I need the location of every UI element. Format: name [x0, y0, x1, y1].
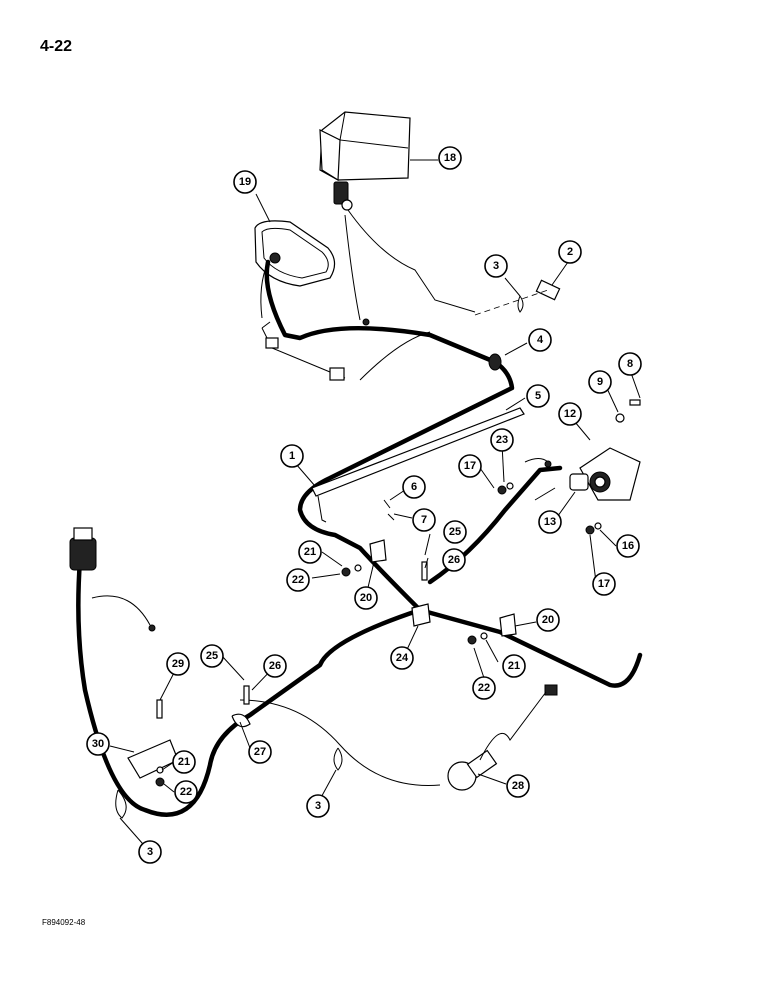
- callout-5: 5: [526, 384, 550, 408]
- svg-text:6: 6: [411, 481, 417, 493]
- svg-text:20: 20: [542, 614, 554, 626]
- svg-text:25: 25: [206, 650, 218, 662]
- callout-6: 6: [402, 475, 426, 499]
- svg-text:3: 3: [493, 260, 499, 272]
- svg-text:28: 28: [512, 780, 524, 792]
- callout-4: 4: [528, 328, 552, 352]
- sender-28: [447, 684, 558, 791]
- callout-21-lower: 21: [172, 750, 196, 774]
- socket-12: [569, 447, 641, 501]
- svg-text:17: 17: [464, 460, 476, 472]
- callout-27: 27: [248, 740, 272, 764]
- callout-1: 1: [280, 444, 304, 468]
- callout-17-upper: 17: [458, 454, 482, 478]
- svg-text:8: 8: [627, 358, 633, 370]
- callout-25-upper: 25: [443, 520, 467, 544]
- svg-text:4: 4: [537, 334, 544, 346]
- svg-text:7: 7: [421, 514, 427, 526]
- callout-16: 16: [616, 534, 640, 558]
- callout-22-right: 22: [472, 676, 496, 700]
- svg-text:9: 9: [597, 376, 603, 388]
- callout-20-right: 20: [536, 608, 560, 632]
- callout-23: 23: [490, 428, 514, 452]
- svg-text:12: 12: [564, 408, 576, 420]
- svg-text:2: 2: [567, 246, 573, 258]
- svg-text:1: 1: [289, 450, 295, 462]
- page-number: 4-22: [40, 38, 73, 55]
- svg-text:16: 16: [622, 540, 634, 552]
- svg-text:25: 25: [449, 526, 461, 538]
- callout-19: 19: [233, 170, 257, 194]
- svg-text:3: 3: [315, 800, 321, 812]
- callout-8: 8: [618, 352, 642, 376]
- callout-25-lower: 25: [200, 644, 224, 668]
- svg-text:30: 30: [92, 738, 104, 750]
- svg-text:22: 22: [180, 786, 192, 798]
- callout-7: 7: [412, 508, 436, 532]
- callout-17-lower: 17: [592, 572, 616, 596]
- svg-text:26: 26: [269, 660, 281, 672]
- callout-26-lower: 26: [263, 654, 287, 678]
- callout-20-upper: 20: [354, 586, 378, 610]
- callout-24: 24: [390, 646, 414, 670]
- svg-text:29: 29: [172, 658, 184, 670]
- callout-26-upper: 26: [442, 548, 466, 572]
- callout-3-lower-left: 3: [138, 840, 162, 864]
- figure-code: F894092-48: [42, 918, 86, 927]
- callout-9: 9: [588, 370, 612, 394]
- callout-22-lower: 22: [174, 780, 198, 804]
- callout-12: 12: [558, 402, 582, 426]
- work-light-18: [319, 111, 411, 211]
- svg-text:26: 26: [448, 554, 460, 566]
- svg-text:21: 21: [178, 756, 190, 768]
- callout-22-upper: 22: [286, 568, 310, 592]
- callout-2: 2: [558, 240, 582, 264]
- svg-text:5: 5: [535, 390, 541, 402]
- callout-30: 30: [86, 732, 110, 756]
- svg-text:23: 23: [496, 434, 508, 446]
- svg-text:20: 20: [360, 592, 372, 604]
- svg-text:21: 21: [304, 546, 316, 558]
- svg-text:27: 27: [254, 746, 266, 758]
- callout-28: 28: [506, 774, 530, 798]
- svg-text:3: 3: [147, 846, 153, 858]
- svg-text:24: 24: [396, 652, 409, 664]
- svg-text:21: 21: [508, 660, 520, 672]
- callout-21-right: 21: [502, 654, 526, 678]
- callout-21-upper: 21: [298, 540, 322, 564]
- svg-text:22: 22: [478, 682, 490, 694]
- oval-lamp-19: [254, 220, 336, 287]
- svg-text:13: 13: [544, 516, 556, 528]
- callout-13: 13: [538, 510, 562, 534]
- callout-3-top: 3: [484, 254, 508, 278]
- callout-3-lower-mid: 3: [306, 794, 330, 818]
- svg-text:17: 17: [598, 578, 610, 590]
- callout-18: 18: [438, 146, 462, 170]
- callout-29: 29: [166, 652, 190, 676]
- svg-text:19: 19: [239, 176, 251, 188]
- svg-text:18: 18: [444, 152, 456, 164]
- svg-text:22: 22: [292, 574, 304, 586]
